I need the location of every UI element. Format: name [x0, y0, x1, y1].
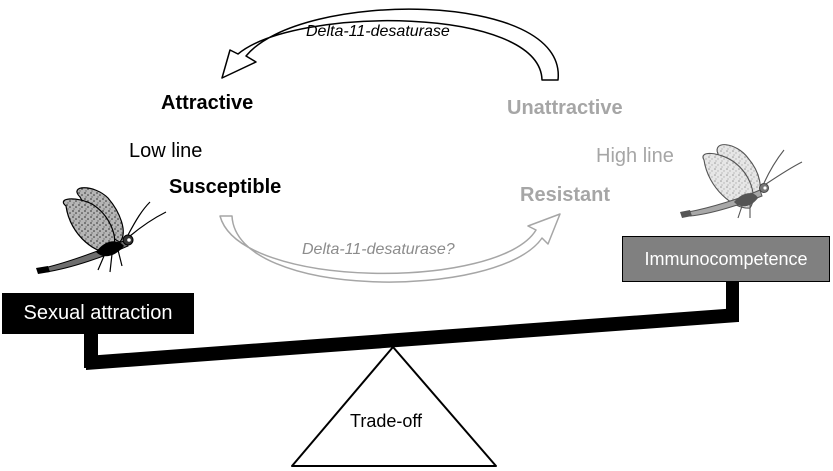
moth-icon-dark [36, 187, 167, 274]
bottom-arrow-label: Delta-11-desaturase? [302, 241, 455, 258]
sexual-attraction-box: Sexual attraction [2, 293, 194, 334]
low-line-name: Low line [129, 140, 203, 162]
immunocompetence-box: Immunocompetence [622, 236, 830, 282]
high-line-top-trait: Unattractive [507, 97, 623, 119]
moth-icon-light [680, 144, 803, 219]
top-cycle-arrow [221, 8, 559, 81]
fulcrum-triangle [291, 346, 497, 467]
low-line-top-trait: Attractive [161, 92, 254, 114]
high-line-bottom-trait: Resistant [520, 184, 611, 206]
high-line-name: High line [596, 145, 674, 167]
low-line-bottom-trait: Susceptible [169, 176, 282, 198]
balance-beam [84, 282, 739, 370]
bottom-cycle-arrow [219, 213, 561, 283]
top-arrow-label: Delta-11-desaturase [306, 23, 450, 40]
trade-off-label: Trade-off [350, 411, 423, 431]
